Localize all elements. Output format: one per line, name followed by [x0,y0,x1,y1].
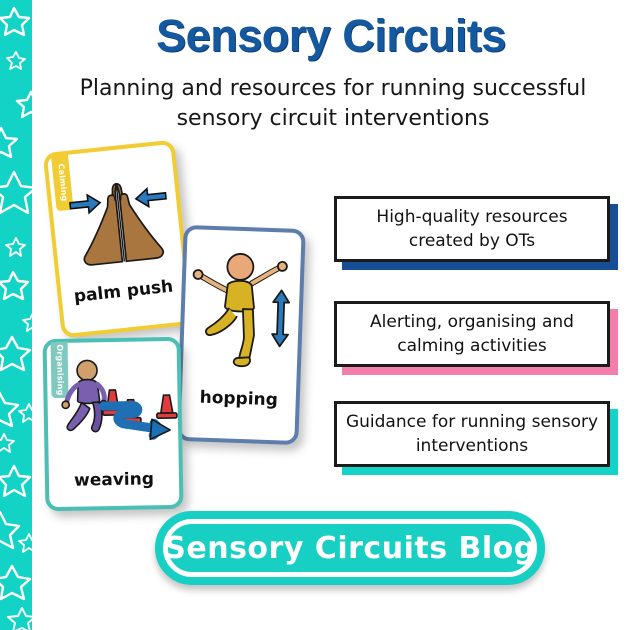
page-title: Sensory Circuits [156,10,506,61]
feature-text: High-quality resources created by OTs [376,207,568,251]
star-icon [0,510,21,550]
feature-box: High-quality resources created by OTs [334,196,610,262]
activity-card-weaving[interactable]: Organising [42,336,184,512]
feature-box: Guidance for running sensory interventio… [334,401,610,467]
star-icon [0,270,30,301]
page-subtitle: Planning and resources for running succe… [79,76,587,131]
star-icon [0,126,19,159]
activity-card-label: hopping [199,387,279,411]
star-icon [0,464,32,498]
star-icon [0,170,32,215]
praying-hands-with-inward-arrows-icon [49,162,184,284]
star-pattern-strip [0,0,32,630]
activity-card-label: weaving [73,469,155,491]
sensory-circuits-blog-button[interactable]: Sensory Circuits Blog [155,511,545,585]
star-icon [18,533,32,553]
star-icon [0,335,32,372]
star-icon [0,564,32,601]
star-icon [0,391,20,428]
feature-text: Guidance for running sensory interventio… [345,412,599,456]
feature-text: Alerting, organising and calming activit… [370,312,574,356]
feature-box: Alerting, organising and calming activit… [334,301,610,367]
star-icon [18,403,32,423]
star-icon [15,90,32,119]
star-icon [22,312,32,332]
activity-card-palm-push[interactable]: Calming palm push [42,139,194,339]
star-icon [6,51,26,70]
hopping-figure-icon [182,243,301,387]
star-icon [5,237,26,257]
star-icon [7,607,32,630]
star-icon [0,6,31,37]
button-label: Sensory Circuits Blog [164,530,536,566]
activity-card-hopping[interactable]: hopping [176,224,306,446]
weaving-figure-cones-icon [47,355,179,457]
button-inner-ring: Sensory Circuits Blog [163,519,537,577]
star-icon [0,433,15,453]
